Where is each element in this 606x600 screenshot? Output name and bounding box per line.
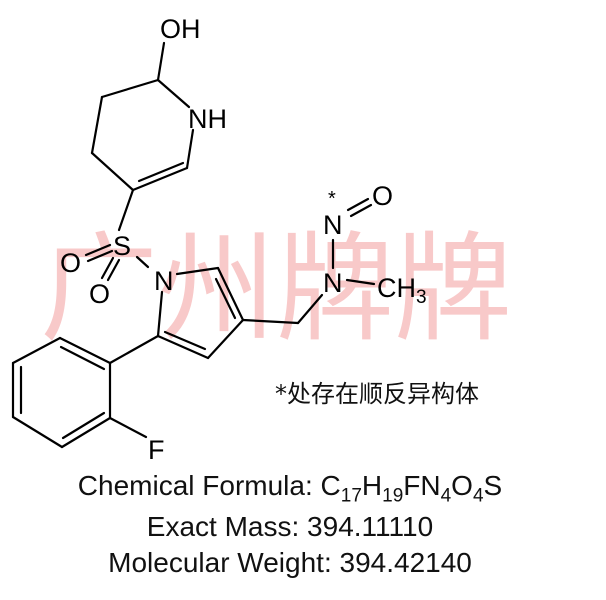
atom-nitroso-nitrogen: N (323, 210, 343, 240)
atom-amine-nitrogen: N (323, 268, 343, 298)
chemical-formula: Chemical Formula: C17H19FN4O4S (77, 470, 503, 507)
atom-fluorine: F (148, 435, 165, 465)
atom-sulfur: S (113, 231, 131, 261)
bonds (11, 41, 376, 449)
atom-nitroso-oxygen: O (372, 181, 393, 211)
atom-oxygen-lower: O (89, 279, 110, 309)
isomer-star: * (328, 188, 336, 210)
atom-oxygen-left: O (60, 248, 81, 278)
atom-oh: OH (160, 14, 201, 44)
atom-methyl: CH3 (377, 273, 427, 308)
isomer-note: *处存在顺反异构体 (275, 380, 479, 408)
molecular-weight: Molecular Weight: 394.42140 (108, 547, 472, 578)
atom-pyrrole-nitrogen: N (154, 266, 174, 296)
exact-mass: Exact Mass: 394.11110 (146, 511, 434, 542)
atom-nh: NH (188, 104, 227, 134)
watermark: 广州牌牌 (40, 220, 512, 358)
